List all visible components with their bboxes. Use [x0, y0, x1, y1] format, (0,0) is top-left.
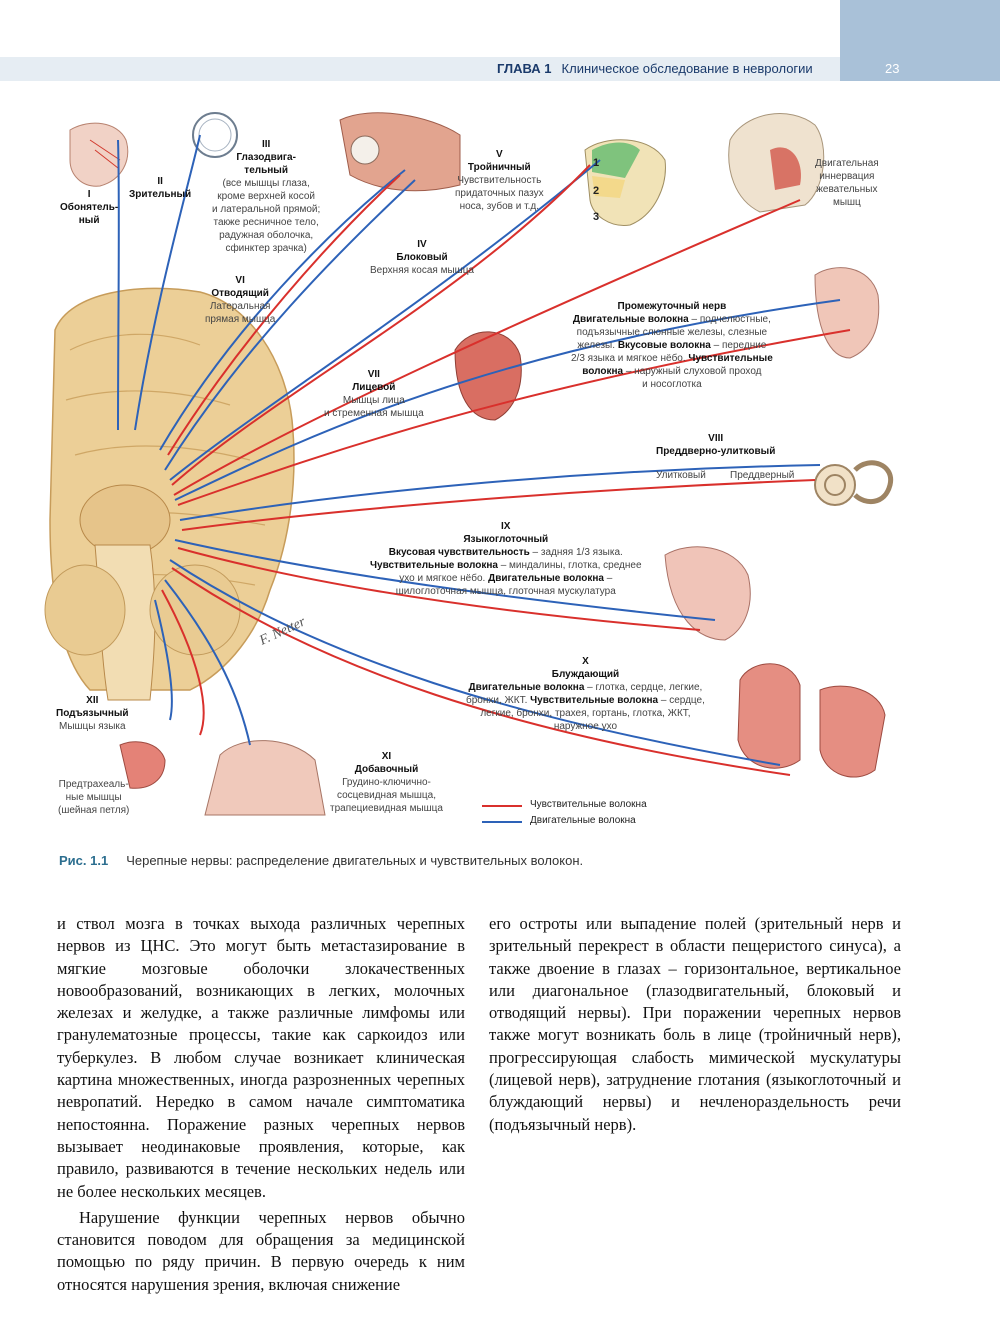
running-header-band [0, 57, 840, 81]
figure-caption-text: Черепные нервы: распределение двигательн… [126, 853, 584, 868]
paragraph: его остроты или выпадение полей (зритель… [489, 914, 901, 1134]
neck-muscles-illustration [204, 740, 326, 816]
pretracheal-muscles-label: Предтрахеаль- ные мышцы (шейная петля) [58, 779, 130, 816]
page-number-tab [840, 0, 1000, 81]
nose-illustration [69, 122, 129, 187]
tongue-lips-illustration [119, 741, 166, 789]
trigeminal-branch-3: 3 [593, 211, 599, 223]
cranial-nerves-figure: F. Netter 1 2 3 [44, 112, 894, 816]
sensory-fiber-paths [161, 164, 851, 776]
chapter-title: Клиническое обследование в неврологии [561, 61, 813, 76]
thoracic-organs-illustration [737, 663, 886, 778]
trigeminal-branch-2: 2 [593, 185, 599, 197]
page-number: 23 [885, 61, 900, 76]
text-column-right: его остроты или выпадение полей (зритель… [489, 913, 901, 1136]
nerve-label-x: X Блуждающий Двигательные волокна – глот… [466, 656, 705, 732]
legend-sensory: Чувствительные волокна [482, 797, 647, 813]
legend-sensory-swatch [482, 805, 522, 807]
nerve-label-ix: IX Языкоглоточный Вкусовая чувствительно… [370, 521, 642, 597]
intermediate-nerve-label: Промежуточный нерв Двигательные волокна … [571, 301, 773, 390]
fiber-legend: Чувствительные волокна Двигательные воло… [482, 797, 647, 829]
figure-caption: Рис. 1.1 Черепные нервы: распределение дв… [59, 853, 583, 868]
text-column-left: и ствол мозга в точках выхода различных … [57, 913, 465, 1296]
face-trigeminal-illustration [584, 139, 666, 226]
vestibular-nerve-label: Преддверный [730, 470, 795, 481]
brain-base-illustration [44, 287, 295, 701]
pharynx-illustration [664, 546, 751, 641]
cochlear-nerve-label: Улитковый [656, 470, 706, 481]
trigeminal-branch-1: 1 [593, 157, 599, 169]
face-muscles-illustration [454, 331, 522, 421]
paragraph: Нарушение функции черепных нервов обычно… [57, 1207, 465, 1294]
legend-motor-swatch [482, 821, 522, 823]
running-header: ГЛАВА 1 Клиническое обследование в неврол… [497, 61, 813, 76]
orbit-muscles-illustration [339, 112, 461, 192]
chapter-label: ГЛАВА 1 [497, 61, 552, 76]
motor-fiber-paths [117, 134, 841, 766]
inner-ear-illustration [814, 460, 894, 506]
masticatory-muscles-label: Двигательная иннервация жевательных мышц [815, 158, 879, 208]
paragraph: и ствол мозга в точках выхода различных … [57, 914, 465, 1201]
figure-number: Рис. 1.1 [59, 853, 109, 868]
skull-illustration [728, 113, 825, 213]
tongue-head-section-illustration [814, 267, 880, 359]
legend-motor: Двигательные волокна [482, 813, 647, 829]
